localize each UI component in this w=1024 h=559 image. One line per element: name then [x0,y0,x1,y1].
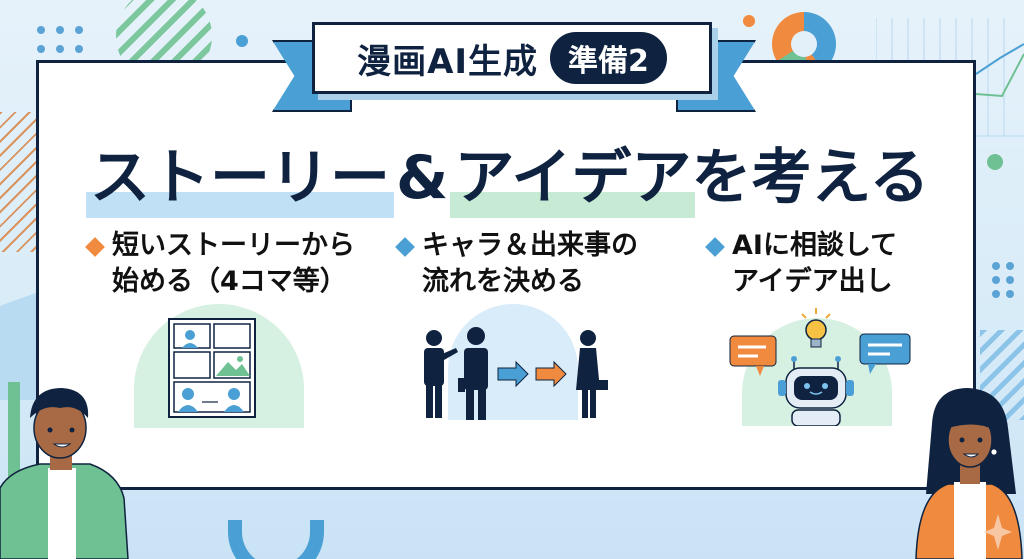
bottom-arc-decoration [228,520,324,559]
item-line-1: 短いストーリーから [112,230,355,261]
bullet-diamond-icon [705,237,725,257]
green-dot-decoration [987,154,1003,170]
item-line-1: キャラ＆出来事の [422,230,638,261]
comic-panels-icon [134,304,304,428]
point-item-ai-consult: AIに相談して アイデア出し [704,228,897,300]
headline-think: を考える [691,143,930,213]
point-item-short-story: 短いストーリーから 始める（4コマ等） [84,228,355,300]
bullet-diamond-icon [395,237,415,257]
orange-dot-decoration [743,15,755,27]
headline: ストーリー & アイデア を考える [86,138,950,218]
item-line-2: 始める（4コマ等） [112,266,347,297]
dots-decoration-right [992,262,1014,298]
item-line-2: アイデア出し [732,266,893,297]
female-character-illustration [915,388,1023,559]
light-triangle-decoration [0,260,36,400]
item-line-2: 流れを決める [422,266,584,297]
ai-robot-icon [716,304,916,426]
point-item-character-flow: キャラ＆出来事の 流れを決める [394,228,638,300]
bullet-diamond-icon [85,237,105,257]
male-character-illustration [0,388,129,559]
headline-idea: アイデア [450,148,696,218]
headline-ampersand: & [396,143,449,213]
title-ribbon: 漫画AI生成 準備2 [312,22,712,94]
character-flow-icon [412,304,612,424]
orange-stripes-decoration [0,112,36,252]
bar-chart-decoration [8,382,20,482]
dot-decoration [236,35,248,47]
dots-decoration-top-left [37,26,83,53]
step-badge: 準備2 [550,32,667,84]
headline-story: ストーリー [86,148,394,218]
item-line-1: AIに相談して [732,230,898,261]
ribbon-title: 漫画AI生成 [357,41,539,82]
